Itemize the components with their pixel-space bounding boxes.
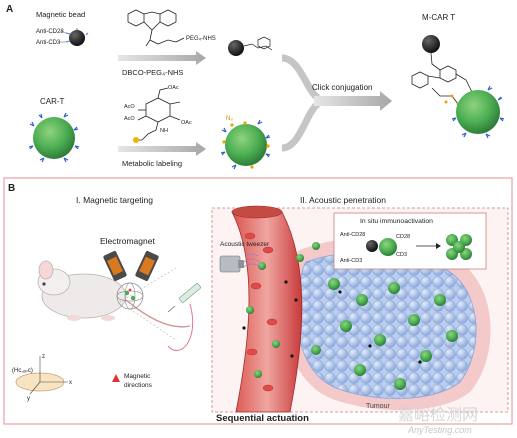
- tumour-label: Tumour: [366, 403, 391, 410]
- red-blood-cells: [244, 232, 278, 392]
- inset-anti-cd28-label: Anti-CD28: [340, 232, 365, 238]
- magnetic-bead-icon: [65, 28, 89, 46]
- m-car-t-label: M-CAR T: [422, 13, 455, 22]
- inset-anti-cd3-label: Anti-CD3: [340, 258, 362, 264]
- in-situ-label: In situ immunoactivation: [360, 218, 433, 225]
- nh-label: NH: [160, 128, 168, 134]
- sequential-actuation-label: Sequential actuation: [216, 413, 309, 424]
- oac-label-right: OAc: [181, 120, 192, 126]
- inset-expanded-cells-icon: [446, 234, 472, 260]
- magnetic-beads: [242, 280, 422, 364]
- magnetic-direction-arrow-icon: [112, 374, 120, 382]
- step-2-title: II. Acoustic penetration: [300, 195, 386, 205]
- electromagnet-left-icon: [103, 251, 127, 281]
- aco-label-2: AcO: [124, 116, 135, 122]
- mouse-icon: [37, 260, 191, 328]
- panel-b-label: B: [8, 183, 15, 194]
- syringe-icon: [167, 283, 202, 313]
- dbco-structure-icon: [127, 9, 185, 47]
- oac-label-top: OAc: [168, 85, 179, 91]
- tubing-line: [167, 303, 194, 351]
- zoom-guide-lines: [119, 267, 177, 341]
- electromagnet-right-icon: [135, 251, 159, 281]
- target-sphere-icon: [116, 282, 144, 310]
- panel-a-label: A: [6, 4, 13, 15]
- sugar-structure-icon: [134, 87, 181, 141]
- inset-bead-icon: [366, 240, 378, 252]
- electromagnet-label: Electromagnet: [100, 236, 155, 246]
- peg-nhs-label: PEG₄-NHS: [186, 36, 216, 42]
- panel-a: A Magnetic bead Anti-CD28 Anti-CD3 PEG₄-…: [6, 4, 505, 170]
- metabolic-labeling-label: Metabolic labeling: [122, 159, 182, 168]
- inset-cd3-label: CD3: [396, 252, 407, 258]
- magnetic-bead-label: Magnetic bead: [36, 10, 85, 19]
- hc-label: (Hc,ₒₚc): [12, 368, 33, 374]
- coordinate-axes-icon: [15, 356, 68, 395]
- reaction-arrow-2: [118, 142, 206, 156]
- aco-label-1: AcO: [124, 104, 135, 110]
- step-1-title: I. Magnetic targeting: [76, 195, 153, 205]
- watermark-en: AnyTesting.com: [407, 425, 472, 435]
- click-conjugation-label: Click conjugation: [312, 83, 372, 92]
- reaction-arrow-1: [118, 51, 206, 65]
- dbco-reagent-label: DBCO-PEG₄-NHS: [122, 68, 183, 77]
- axis-z-label: z: [42, 354, 45, 360]
- acoustic-tweezer-icon: [219, 255, 244, 273]
- car-t-cell-icon: [28, 112, 80, 163]
- axis-x-label: x: [69, 380, 72, 386]
- click-conjugation-arrow: [281, 54, 392, 152]
- inset-t-cell-icon: [379, 238, 397, 256]
- azide-group-icon: [133, 137, 139, 143]
- inset-cd28-label: CD28: [396, 234, 410, 240]
- car-t-label: CAR-T: [40, 97, 65, 106]
- panel-b: B I. Magnetic targeting II. Acoustic pen…: [3, 177, 513, 425]
- axis-y-label: y: [27, 396, 30, 402]
- anti-cd3-label: Anti-CD3: [36, 40, 61, 46]
- n3-label: N₃: [226, 116, 233, 122]
- magnetic-directions-label-2: directions: [124, 382, 153, 389]
- inset-arrow-head: [436, 243, 441, 249]
- m-car-t-cells: [246, 242, 458, 390]
- anti-cd28-label: Anti-CD28: [36, 29, 64, 35]
- azide-car-t-cell-icon: [220, 119, 271, 170]
- watermark-cn: 嘉峪检测网: [398, 406, 478, 424]
- m-car-t-cell-icon: [411, 35, 505, 139]
- dbco-bead-icon: [228, 36, 273, 56]
- acoustic-tweezer-label: Acoustic tweezer: [220, 241, 270, 248]
- magnetic-directions-label-1: Magnetic: [124, 373, 151, 380]
